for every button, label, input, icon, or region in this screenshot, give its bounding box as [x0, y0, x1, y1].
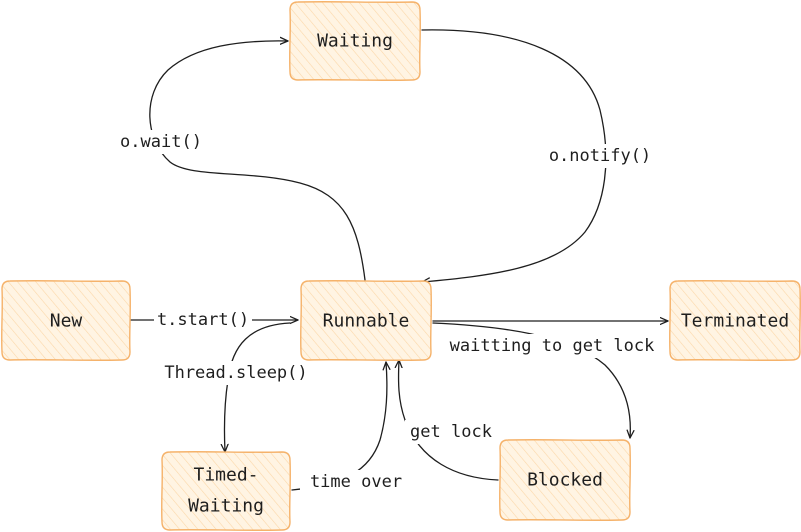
state-terminated-label: Terminated: [681, 311, 789, 332]
state-new-label: New: [50, 311, 83, 332]
edge-label-notify: o.notify(): [547, 144, 653, 168]
edge-label-sleep-text: Thread.sleep(): [164, 363, 307, 383]
edge-waiting-to-runnable: [421, 29, 607, 282]
state-timed-waiting: Timed- Waiting: [161, 451, 291, 531]
state-waiting-label: Waiting: [317, 31, 393, 52]
edge-label-sleep: Thread.sleep(): [155, 361, 317, 385]
state-timed-waiting-label-line2: Waiting: [188, 496, 264, 517]
edge-label-get-lock: get lock: [405, 420, 497, 444]
edge-label-notify-text: o.notify(): [549, 146, 651, 166]
edge-label-wait: o.wait(): [115, 130, 207, 154]
edge-label-start: t.start(): [154, 308, 252, 332]
state-waiting: Waiting: [289, 1, 421, 81]
edge-label-start-text: t.start(): [157, 310, 249, 330]
state-new: New: [1, 280, 131, 361]
state-timed-waiting-label-line1: Timed-: [193, 465, 258, 486]
state-blocked: Blocked: [499, 439, 631, 521]
state-terminated: Terminated: [669, 280, 801, 361]
edge-runnable-to-waiting: [149, 41, 366, 281]
state-runnable: Runnable: [300, 280, 432, 361]
edge-runnable-to-blocked: [432, 322, 630, 439]
edge-label-waiting-lock-text: waitting to get lock: [450, 336, 655, 356]
state-runnable-label: Runnable: [323, 311, 410, 332]
edge-label-get-lock-text: get lock: [410, 422, 492, 442]
state-blocked-label: Blocked: [527, 470, 603, 491]
edge-label-time-over: time over: [300, 470, 412, 494]
edge-label-time-over-text: time over: [310, 472, 402, 492]
edge-label-waiting-lock: waitting to get lock: [440, 334, 664, 358]
edge-label-wait-text: o.wait(): [120, 132, 202, 152]
edge-runnable-to-timed-waiting: [224, 322, 291, 453]
